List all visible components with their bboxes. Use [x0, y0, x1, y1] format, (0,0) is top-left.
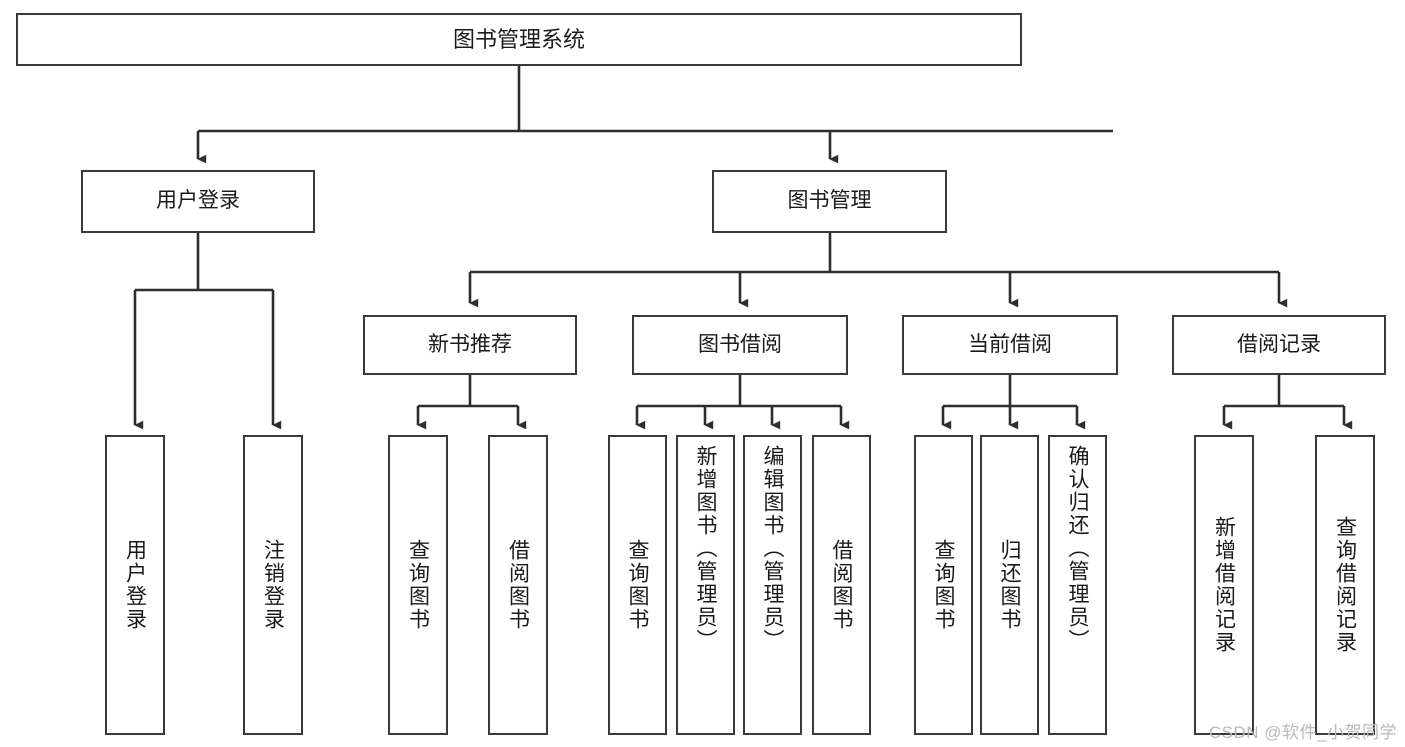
node-label: 归还图书 [998, 539, 1021, 631]
node-label: 借阅记录 [1237, 332, 1321, 356]
leaf-add-book-admin[interactable]: 新增图书（管理员） [676, 435, 735, 735]
node-label: 图书管理系统 [452, 26, 585, 52]
node-root[interactable]: 图书管理系统 [16, 13, 1022, 66]
node-label: 确认归还（管理员） [1066, 445, 1089, 652]
node-label: 借阅图书 [830, 539, 853, 631]
leaf-user-logout[interactable]: 注销登录 [243, 435, 303, 735]
node-label: 查询图书 [932, 539, 955, 631]
node-borrow-records[interactable]: 借阅记录 [1172, 315, 1386, 375]
node-label: 用户登录 [123, 539, 147, 631]
leaf-confirm-return-admin[interactable]: 确认归还（管理员） [1048, 435, 1107, 735]
node-label: 查询借阅记录 [1333, 516, 1357, 654]
node-user-login[interactable]: 用户登录 [81, 170, 315, 233]
node-label: 新增借阅记录 [1212, 516, 1236, 654]
node-label: 新增图书（管理员） [694, 445, 717, 652]
node-label: 查询图书 [406, 539, 430, 631]
node-label: 新书推荐 [428, 332, 512, 356]
node-label: 注销登录 [261, 539, 285, 631]
node-label: 借阅图书 [506, 539, 530, 631]
node-label: 当前借阅 [968, 332, 1052, 356]
node-label: 编辑图书（管理员） [761, 445, 784, 652]
node-current-borrow[interactable]: 当前借阅 [902, 315, 1118, 375]
leaf-query-book-recommend[interactable]: 查询图书 [388, 435, 448, 735]
leaf-edit-book-admin[interactable]: 编辑图书（管理员） [743, 435, 802, 735]
watermark-text: CSDN @软件_小贺同学 [1208, 723, 1397, 742]
leaf-borrow-book[interactable]: 借阅图书 [812, 435, 871, 735]
leaf-return-book[interactable]: 归还图书 [980, 435, 1039, 735]
node-new-book-recommend[interactable]: 新书推荐 [363, 315, 577, 375]
leaf-query-book-current[interactable]: 查询图书 [914, 435, 973, 735]
leaf-borrow-book-recommend[interactable]: 借阅图书 [488, 435, 548, 735]
node-book-borrow[interactable]: 图书借阅 [632, 315, 848, 375]
node-label: 用户登录 [156, 189, 240, 213]
leaf-query-book-borrow[interactable]: 查询图书 [608, 435, 667, 735]
leaf-user-login[interactable]: 用户登录 [105, 435, 165, 735]
node-label: 图书管理 [787, 189, 872, 213]
node-label: 图书借阅 [698, 332, 782, 356]
leaf-add-borrow-record[interactable]: 新增借阅记录 [1194, 435, 1254, 735]
node-label: 查询图书 [626, 539, 649, 631]
node-book-management[interactable]: 图书管理 [712, 170, 947, 233]
leaf-query-borrow-record[interactable]: 查询借阅记录 [1315, 435, 1375, 735]
